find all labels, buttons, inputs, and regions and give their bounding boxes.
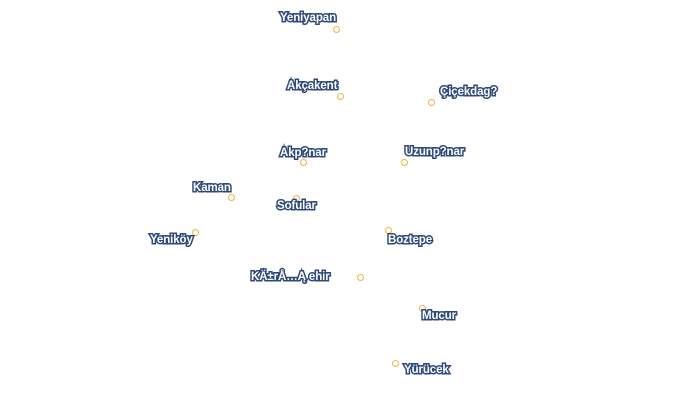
place-label-kaman: Kaman [192,181,233,196]
place-label-yeniyapan: Yeniyapan [279,11,338,26]
place-label-yenikoy: Yeniköy [149,233,195,248]
place-marker-akpinar[interactable] [300,158,307,166]
place-marker-mucur[interactable] [419,304,426,312]
place-marker-yenikoy[interactable] [192,228,199,236]
place-marker-kaman[interactable] [228,193,235,201]
place-marker-boztepe[interactable] [385,226,392,234]
place-marker-cicekdag[interactable] [428,98,435,106]
place-marker-akcakent[interactable] [337,92,344,100]
place-marker-yurucek[interactable] [392,359,399,367]
place-label-akcakent: Akçakent [285,79,338,94]
place-label-uzunpinar: Uzunp?nar [403,145,465,160]
place-label-mucur: Mucur [420,309,457,324]
place-label-sofular: Sofular [276,199,318,214]
place-marker-yeniyapan[interactable] [333,25,340,33]
place-label-boztepe: Boztepe [386,233,433,248]
place-label-kirsehir: KÄ±rÅ…Ą ehir [250,270,332,285]
place-marker-sofular[interactable] [293,194,300,202]
place-label-akpinar: Akp?nar [279,146,328,161]
place-label-yurucek: Yürücek [403,363,451,378]
place-label-cicekdag: Çiçekdag? [438,85,498,100]
place-marker-kirsehir[interactable] [357,273,364,281]
place-marker-uzunpinar[interactable] [401,158,408,166]
